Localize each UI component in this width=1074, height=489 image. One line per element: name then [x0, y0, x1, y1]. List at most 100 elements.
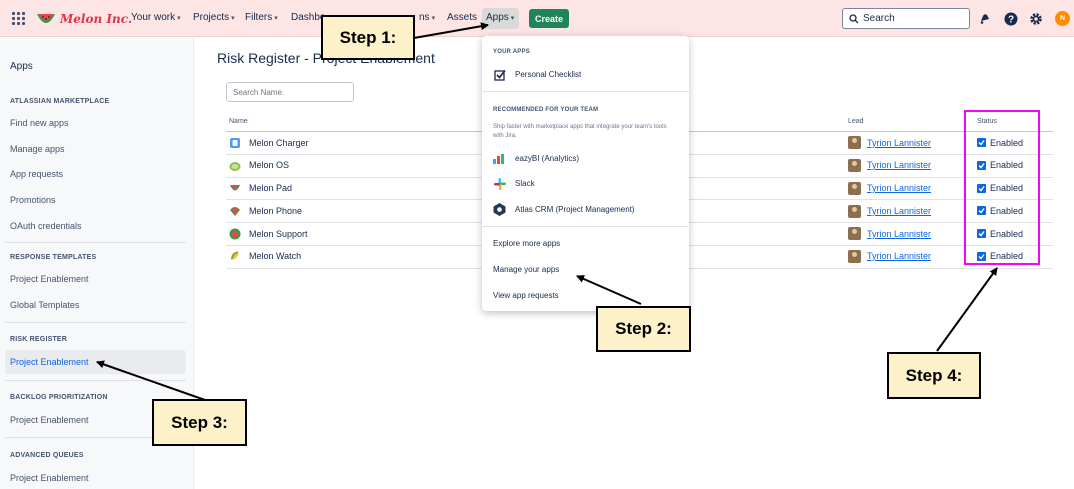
step2-arrow: [576, 275, 642, 305]
search-icon: [849, 13, 859, 23]
search-name-input[interactable]: [226, 82, 354, 102]
nav-filters[interactable]: Filters▾: [245, 12, 278, 23]
dropdown-section-heading: Your apps: [493, 49, 530, 55]
app-switcher-icon[interactable]: [12, 12, 26, 26]
lead-avatar: [848, 182, 861, 195]
atlas-crm-icon: [493, 203, 506, 216]
dropdown-link-manage-your-apps[interactable]: Manage your apps: [493, 265, 560, 274]
chevron-down-icon: ▾: [431, 15, 436, 22]
step1-callout: Step 1:: [321, 15, 415, 60]
status-checkbox[interactable]: [977, 161, 986, 170]
lead-avatar: [848, 250, 861, 263]
settings-gear-icon[interactable]: [1028, 11, 1043, 26]
nav-operations[interactable]: ns▾: [419, 12, 436, 23]
dropdown-divider: [482, 91, 689, 92]
dropdown-item-label: eazyBI (Analytics): [515, 154, 580, 163]
lead-link[interactable]: Tyrion Lannister: [867, 206, 932, 216]
sidebar-item-promotions[interactable]: Promotions: [10, 195, 56, 205]
status-checkbox[interactable]: [977, 138, 986, 147]
app-name[interactable]: Melon OS: [249, 160, 290, 170]
app-name[interactable]: Melon Watch: [249, 251, 302, 261]
sidebar-item-queues-project-enablement[interactable]: Project Enablement: [10, 473, 89, 483]
column-header-status: Status: [977, 118, 997, 125]
status-checkbox[interactable]: [977, 229, 986, 238]
sidebar-title: Apps: [10, 61, 33, 72]
sidebar-section-heading: Response Templates: [10, 254, 97, 261]
chevron-down-icon: ▾: [177, 15, 181, 22]
chevron-down-icon: ▾: [274, 15, 278, 22]
help-icon[interactable]: ?: [1003, 11, 1018, 26]
dropdown-section-heading: Recommended for your team: [493, 107, 599, 113]
dropdown-item-personal-checklist[interactable]: Personal Checklist: [493, 68, 581, 81]
global-search-input[interactable]: Search: [842, 8, 970, 29]
lead-avatar: [848, 136, 861, 149]
status-label: Enabled: [990, 229, 1024, 239]
sidebar-divider: [5, 380, 186, 381]
status-label: Enabled: [990, 138, 1024, 148]
user-avatar[interactable]: N: [1055, 11, 1070, 26]
sidebar-item-oauth-credentials[interactable]: OAuth credentials: [10, 221, 82, 231]
sidebar-item-risk-project-enablement[interactable]: Project Enablement: [10, 357, 89, 367]
sidebar-item-backlog-project-enablement[interactable]: Project Enablement: [10, 415, 89, 425]
step2-callout: Step 2:: [596, 306, 691, 352]
svg-text:?: ?: [1007, 14, 1013, 25]
dropdown-item-label: Atlas CRM (Project Management): [515, 205, 635, 214]
sidebar-item-manage-apps[interactable]: Manage apps: [10, 144, 65, 154]
nav-projects[interactable]: Projects▾: [193, 12, 235, 23]
lead-link[interactable]: Tyrion Lannister: [867, 251, 932, 261]
app-name[interactable]: Melon Charger: [249, 138, 309, 148]
dropdown-item-atlas-crm[interactable]: Atlas CRM (Project Management): [493, 203, 635, 216]
nav-assets[interactable]: Assets: [447, 12, 478, 23]
lead-link[interactable]: Tyrion Lannister: [867, 160, 932, 170]
notifications-bell-icon[interactable]: [977, 11, 992, 26]
sidebar-divider: [5, 322, 186, 323]
sidebar-item-response-project-enablement[interactable]: Project Enablement: [10, 274, 89, 284]
dropdown-link-explore-more-apps[interactable]: Explore more apps: [493, 239, 561, 248]
create-button[interactable]: Create: [529, 9, 569, 28]
sidebar-active-highlight: [5, 350, 186, 374]
sidebar-item-global-templates[interactable]: Global Templates: [10, 300, 80, 310]
nav-apps[interactable]: Apps▾: [486, 12, 515, 23]
eazybi-icon: [493, 152, 506, 165]
lead-link[interactable]: Tyrion Lannister: [867, 229, 932, 239]
sidebar-section-heading: Backlog Prioritization: [10, 394, 108, 401]
status-checkbox[interactable]: [977, 206, 986, 215]
checklist-icon: [493, 68, 506, 81]
status-label: Enabled: [990, 206, 1024, 216]
dropdown-item-eazybi[interactable]: eazyBI (Analytics): [493, 152, 579, 165]
app-name[interactable]: Melon Pad: [249, 183, 293, 193]
status-label: Enabled: [990, 251, 1024, 261]
sidebar-item-app-requests[interactable]: App requests: [10, 169, 64, 179]
step3-callout: Step 3:: [152, 399, 247, 446]
melon-support-icon: [229, 228, 241, 240]
status-label: Enabled: [990, 183, 1024, 193]
status-checkbox[interactable]: [977, 252, 986, 261]
sidebar-divider: [5, 242, 186, 243]
sidebar-item-find-new-apps[interactable]: Find new apps: [10, 118, 69, 128]
step3-arrow: [96, 360, 206, 401]
nav-your-work[interactable]: Your work▾: [131, 12, 181, 23]
site-logo[interactable]: Melon Inc.: [36, 10, 132, 28]
lead-link[interactable]: Tyrion Lannister: [867, 183, 932, 193]
dropdown-link-view-app-requests[interactable]: View app requests: [493, 291, 559, 300]
step4-callout: Step 4:: [887, 352, 981, 399]
nav-dashboards[interactable]: Dashbo: [291, 12, 326, 23]
status-checkbox[interactable]: [977, 184, 986, 193]
check-icon: [978, 208, 985, 214]
dropdown-item-label: Slack: [515, 179, 535, 188]
app-name[interactable]: Melon Support: [249, 229, 308, 239]
melon-pad-icon: [230, 185, 240, 191]
search-placeholder: Search: [863, 13, 895, 24]
dropdown-divider: [482, 226, 689, 227]
sidebar-divider: [5, 437, 186, 438]
melon-os-icon: [229, 162, 241, 171]
slack-icon: [493, 177, 506, 190]
app-name[interactable]: Melon Phone: [249, 206, 303, 216]
lead-link[interactable]: Tyrion Lannister: [867, 138, 932, 148]
status-column-highlight: [964, 110, 1040, 265]
dropdown-item-slack[interactable]: Slack: [493, 177, 535, 190]
lead-avatar: [848, 227, 861, 240]
check-icon: [978, 186, 985, 192]
